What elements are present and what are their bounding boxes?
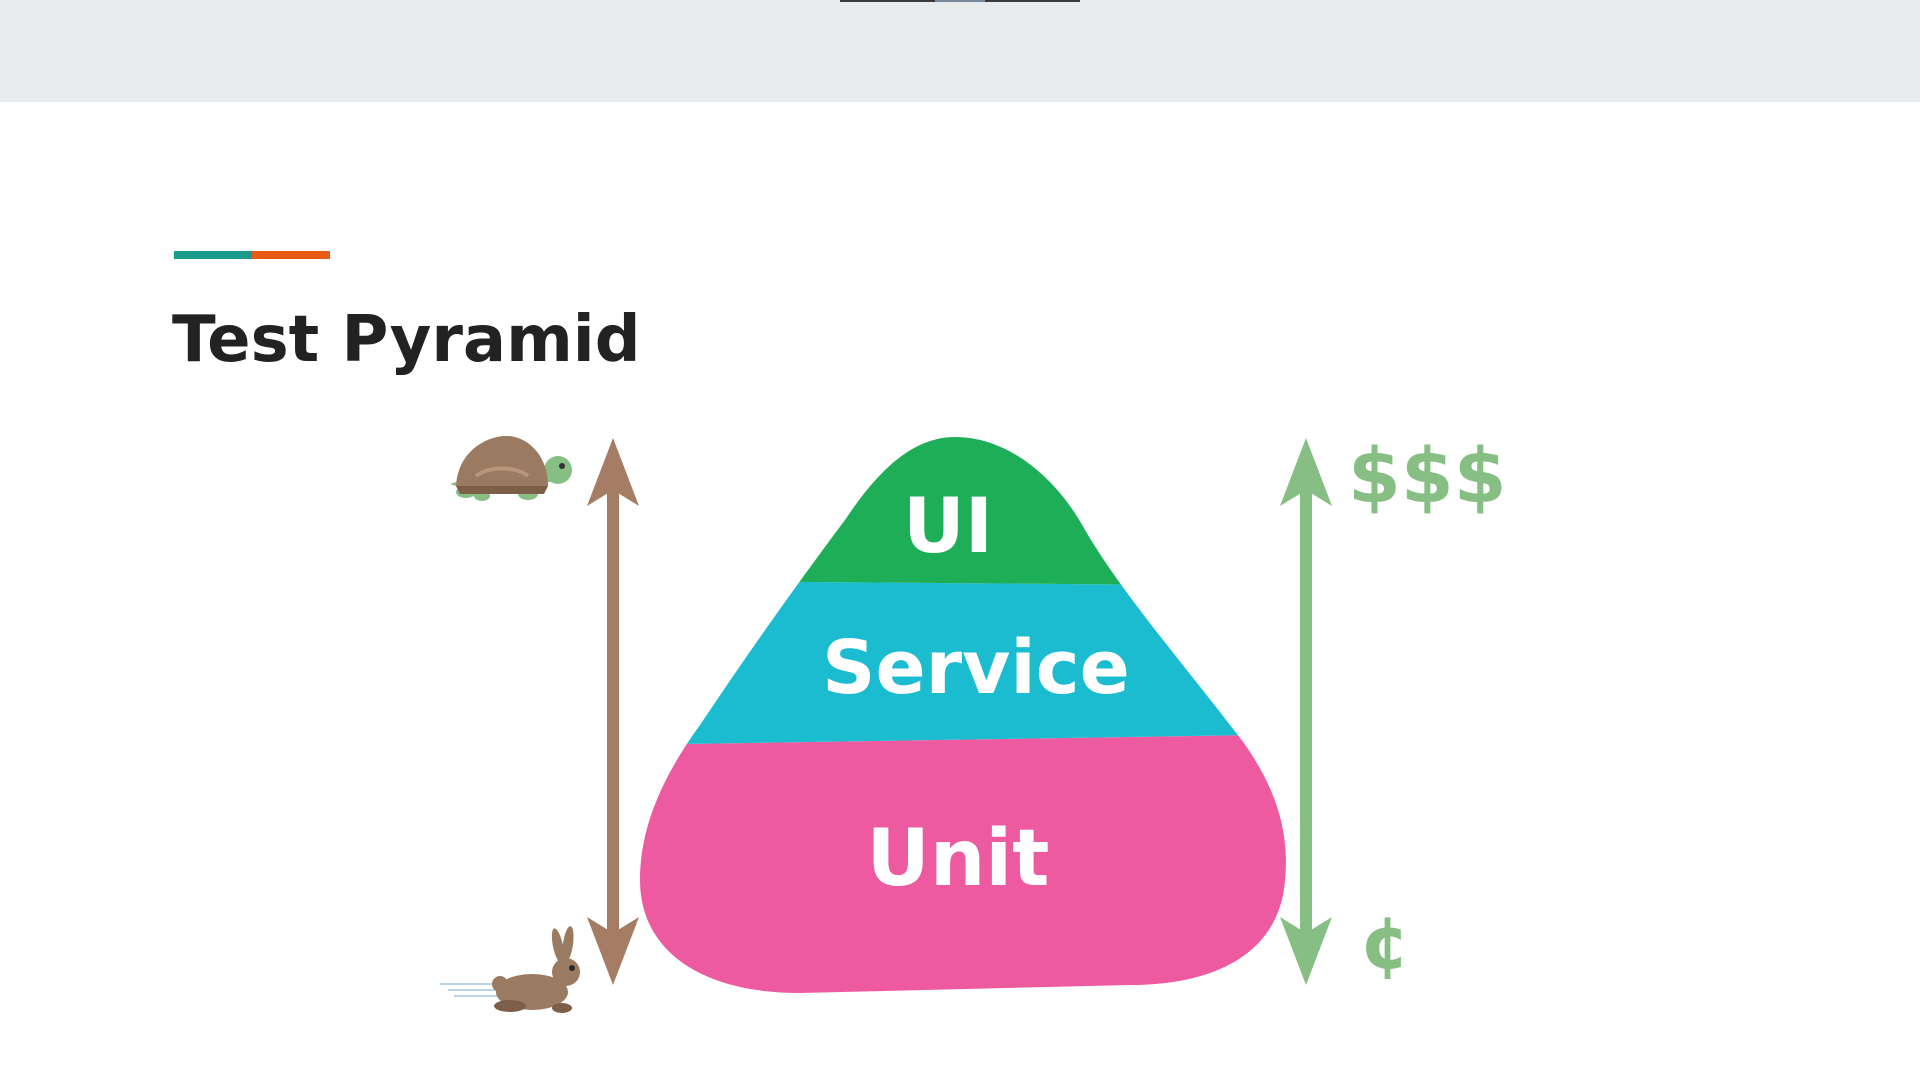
rabbit-icon: [440, 926, 580, 1013]
accent-segment-orange: [252, 251, 330, 259]
turtle-icon: [450, 436, 572, 501]
page-title: Test Pyramid: [172, 303, 641, 377]
cost-axis-arrow: [1280, 438, 1332, 985]
cost-label-low: ¢: [1360, 901, 1410, 985]
top-bar: [0, 0, 1920, 102]
layer-label-ui: UI: [903, 481, 993, 570]
pyramid-layer-unit: [640, 734, 1286, 993]
layer-label-unit: Unit: [867, 814, 1050, 904]
title-accent-bar: [174, 251, 330, 259]
speed-axis-arrow: [587, 438, 639, 985]
cost-label-high: $$$: [1348, 431, 1507, 520]
accent-segment-teal: [174, 251, 252, 259]
layer-label-service: Service: [822, 625, 1130, 711]
top-bar-tab-marker: [935, 0, 985, 2]
